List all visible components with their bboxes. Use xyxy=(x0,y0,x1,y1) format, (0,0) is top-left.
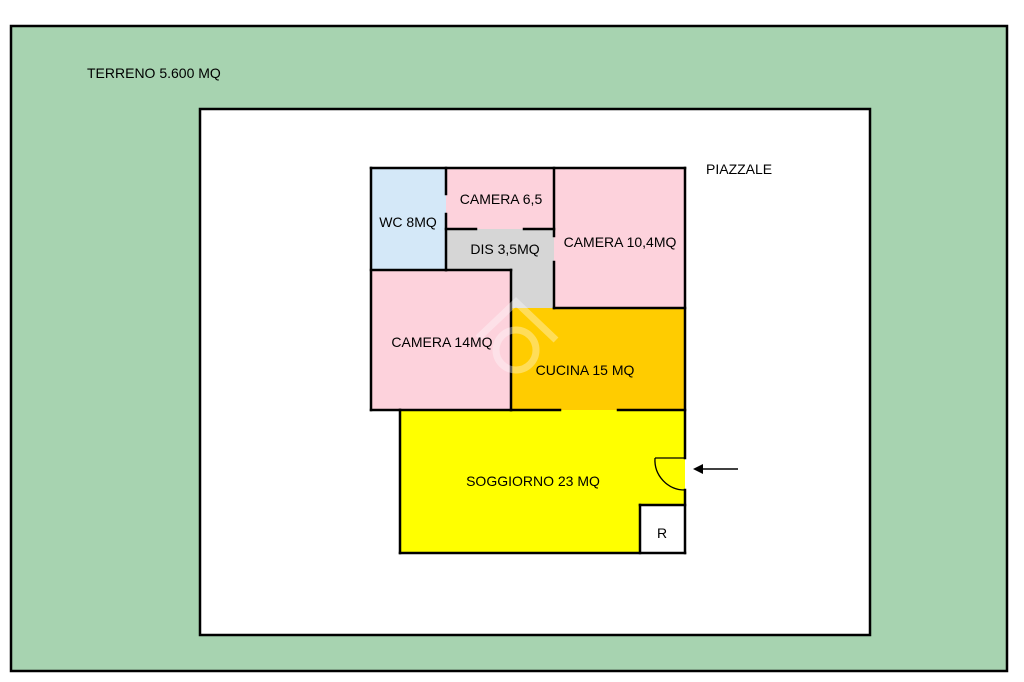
room-living xyxy=(400,410,685,553)
room-kitchen xyxy=(511,308,685,410)
entrance-arrow-icon xyxy=(693,464,738,474)
terrain-label: TERRENO 5.600 MQ xyxy=(87,65,221,81)
walls xyxy=(369,166,687,555)
room-camera-large xyxy=(371,270,511,410)
living-label: SOGGIORNO 23 MQ xyxy=(466,473,600,489)
room-wc xyxy=(371,168,446,270)
watermark-logo xyxy=(475,297,559,374)
room-storage xyxy=(640,505,685,553)
hallway-label: DIS 3,5MQ xyxy=(470,241,539,257)
camera-large-label: CAMERA 14MQ xyxy=(391,334,492,350)
room-camera-small xyxy=(446,168,554,229)
wc-label: WC 8MQ xyxy=(379,214,437,230)
kitchen-label: CUCINA 15 MQ xyxy=(536,362,635,378)
entrance-door-icon xyxy=(654,457,686,491)
courtyard-label: PIAZZALE xyxy=(706,161,772,177)
room-camera-medium xyxy=(554,168,685,308)
camera-medium-label: CAMERA 10,4MQ xyxy=(564,234,677,250)
camera-small-label: CAMERA 6,5 xyxy=(460,191,543,207)
storage-label: R xyxy=(657,525,667,541)
